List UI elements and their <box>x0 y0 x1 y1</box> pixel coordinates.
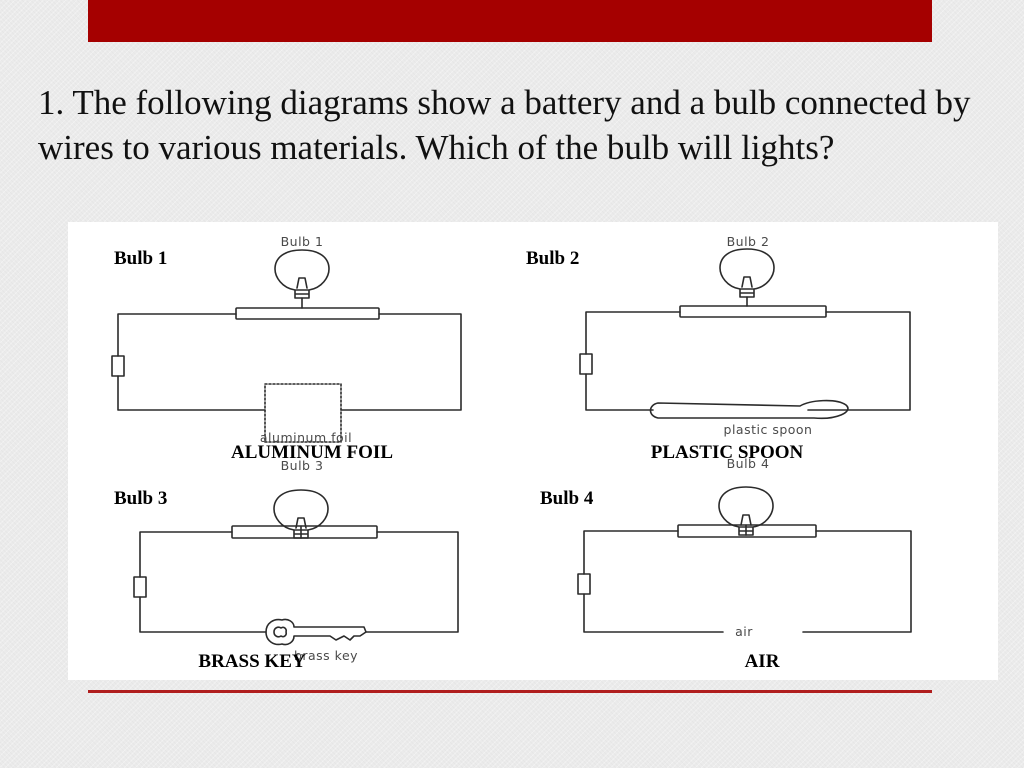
circuit-4-drawn-material: air <box>735 624 753 639</box>
circuit-2 <box>579 248 911 420</box>
circuit-3-label: Bulb 3 <box>114 488 168 509</box>
circuit-2-drawn-material: plastic spoon <box>723 422 813 437</box>
circuit-1-bulb-icon <box>274 249 330 299</box>
circuit-4 <box>577 486 912 633</box>
circuit-2-label: Bulb 2 <box>526 248 580 269</box>
circuit-4-material-caption: AIR <box>744 651 780 672</box>
circuit-4-wires <box>583 524 912 633</box>
circuit-1-material-foil <box>264 383 342 443</box>
title-accent-bar <box>88 0 932 42</box>
circuit-1-bulb-holder <box>235 307 380 320</box>
circuit-2-material-caption: PLASTIC SPOON <box>650 442 804 463</box>
circuit-diagrams-svg <box>111 248 912 646</box>
circuit-2-bulb-icon <box>719 248 775 298</box>
circuit-3-material-key <box>265 618 367 646</box>
circuit-1-drawn-material: aluminum foil <box>259 430 353 445</box>
circuit-4-label: Bulb 4 <box>540 488 594 509</box>
circuit-2-drawn-label: Bulb 2 <box>726 234 770 249</box>
circuit-1-drawn-label: Bulb 1 <box>280 234 324 249</box>
question-text: 1. The following diagrams show a battery… <box>38 83 971 167</box>
circuit-4-battery-icon <box>577 573 591 595</box>
circuit-4-drawn-label: Bulb 4 <box>726 456 770 471</box>
circuit-1-label: Bulb 1 <box>114 248 168 269</box>
circuit-2-battery-icon <box>579 353 593 375</box>
circuit-3-wires <box>139 525 459 633</box>
circuit-1-wires <box>117 297 462 411</box>
circuit-3-battery-icon <box>133 576 147 598</box>
circuit-2-wires <box>585 296 911 411</box>
circuit-2-material-spoon <box>649 399 849 420</box>
circuit-2-bulb-holder <box>679 305 827 318</box>
circuit-1 <box>111 249 462 443</box>
circuit-3-material-caption: BRASS KEY <box>198 651 306 672</box>
bottom-divider-rule <box>88 690 932 693</box>
circuit-3-drawn-label: Bulb 3 <box>280 458 324 473</box>
circuit-diagrams-panel: Bulb 1 Bulb 2 Bulb 3 Bulb 4 aluminum foi… <box>68 222 998 680</box>
circuit-1-material-caption: ALUMINUM FOIL <box>230 442 394 463</box>
circuit-3 <box>133 489 459 646</box>
circuit-1-battery-icon <box>111 355 125 377</box>
circuit-3-drawn-material: brass key <box>293 648 359 663</box>
circuit-3-bulb-holder <box>231 525 378 539</box>
